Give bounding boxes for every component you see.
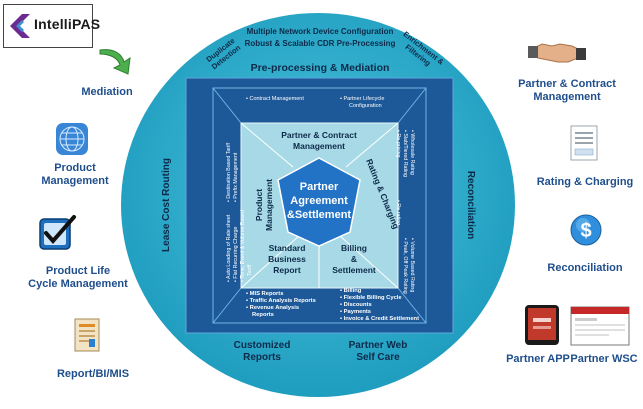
globe-grid-icon (56, 123, 88, 155)
mediation-label: Mediation (81, 86, 133, 98)
browser-window-icon (570, 306, 630, 346)
contract-management-item: • Contract Management (246, 96, 304, 102)
inner-top-line-2: Management (293, 141, 345, 151)
top-line-1: Multiple Network Device Configuration (247, 27, 394, 36)
right-arc-label: Reconciliation (465, 171, 476, 239)
inner-right-label: Rating & Charging (364, 157, 401, 230)
right-item-2: • Slab/Tiered Rating (402, 130, 408, 177)
right-item-3: • Re-pricing (395, 130, 401, 158)
center-pentagon (277, 157, 361, 247)
partner-lifecycle-item: • Partner Lifecycle (340, 96, 384, 102)
center-line-1: Partner (300, 181, 339, 193)
left-item-3: • Time, Event & Volume Based (240, 210, 246, 282)
partner-wsc-label: Partner WSC (570, 353, 638, 365)
invoice-icon (570, 125, 598, 161)
svg-text:$: $ (580, 220, 591, 242)
frame-inner-border (212, 87, 427, 324)
inner-bottom-left-line-2: Business (268, 254, 306, 264)
dollar-icon: $ (570, 214, 602, 246)
bottom-left-item-1: • MIS Reports (246, 291, 283, 297)
inner-top-line-1: Partner & Contract (281, 130, 357, 140)
logo-text: IntelliPAS (34, 16, 101, 32)
inner-bottom-left-line-1: Standard (269, 243, 306, 253)
rating-charging-label: Rating & Charging (536, 176, 634, 188)
report-bi-mis-label: Report/BI/MIS (56, 368, 130, 380)
inner-bottom-right-line-1: Billing (341, 243, 367, 253)
intellipas-logo: IntelliPAS (3, 4, 100, 48)
bottom-right-line-2: Self Care (356, 352, 400, 363)
left-item-5: • Prefix Management (233, 152, 239, 202)
reconciliation-label: Reconciliation (547, 262, 623, 274)
partner-contract-label: Partner & Contract Management (518, 78, 616, 103)
handshake-icon (528, 43, 586, 63)
checkbox-icon (39, 215, 76, 250)
center-line-2: Agreement (290, 195, 348, 207)
left-arc-label: Lease Cost Routing (161, 158, 172, 252)
product-life-cycle-label: Product Life Cycle Management (28, 265, 128, 290)
bottom-left-line-2: Reports (243, 352, 281, 363)
bottom-right-line-1: Partner Web (349, 340, 408, 351)
inner-bottom-right-line-3: Settlement (332, 265, 376, 275)
left-item-4: • Destination Based Tariff (226, 142, 232, 202)
left-item-2: • Flat Recurring Charge (233, 227, 239, 282)
partner-lifecycle-item-2: Configuration (349, 103, 382, 109)
bottom-right-item-5: • Invoice & Credit Settlement (340, 316, 419, 322)
left-item-1: • Auto Loading of Rate sheet (226, 214, 232, 282)
tablet-icon (525, 305, 559, 345)
inner-left-line-1: Product (254, 189, 264, 221)
bottom-right-item-4: • Payments (340, 309, 371, 315)
bottom-right-item-2: • Flexible Billing Cycle (340, 295, 402, 301)
bottom-left-line-1: Customized (234, 340, 291, 351)
bottom-left-item-3b: Reports (252, 312, 274, 318)
report-icon (74, 318, 100, 352)
center-line-3: &Settlement (287, 209, 352, 221)
inner-left-line-2: Management (264, 179, 274, 231)
bottom-left-item-3: • Revenue Analysis (246, 305, 299, 311)
bottom-right-item-3: • Discounts (340, 302, 372, 308)
inner-bottom-right-line-2: & (351, 254, 357, 264)
top-band-title: Pre-processing & Mediation (251, 62, 390, 74)
right-item-1: • Wholesale Rating (409, 130, 415, 175)
inner-bottom-left-line-3: Report (273, 265, 301, 275)
bottom-right-item-1: • Billing (340, 288, 362, 294)
right-item-4: • Re-rating (395, 200, 401, 225)
partner-app-label: Partner APP (506, 353, 570, 365)
bottom-left-item-2: • Traffic Analysis Reports (246, 298, 316, 304)
product-management-label: Product Management (41, 162, 109, 187)
logo-chevron-icon (10, 14, 30, 38)
right-item-5: • Volume Based Rating (409, 238, 415, 292)
green-arrow-icon (99, 49, 131, 75)
top-line-2: Robust & Scalable CDR Pre-Processing (245, 39, 396, 48)
left-item-3b: Tariff (247, 264, 253, 276)
right-item-6: • Peak, Off Peak Rating (402, 238, 408, 294)
